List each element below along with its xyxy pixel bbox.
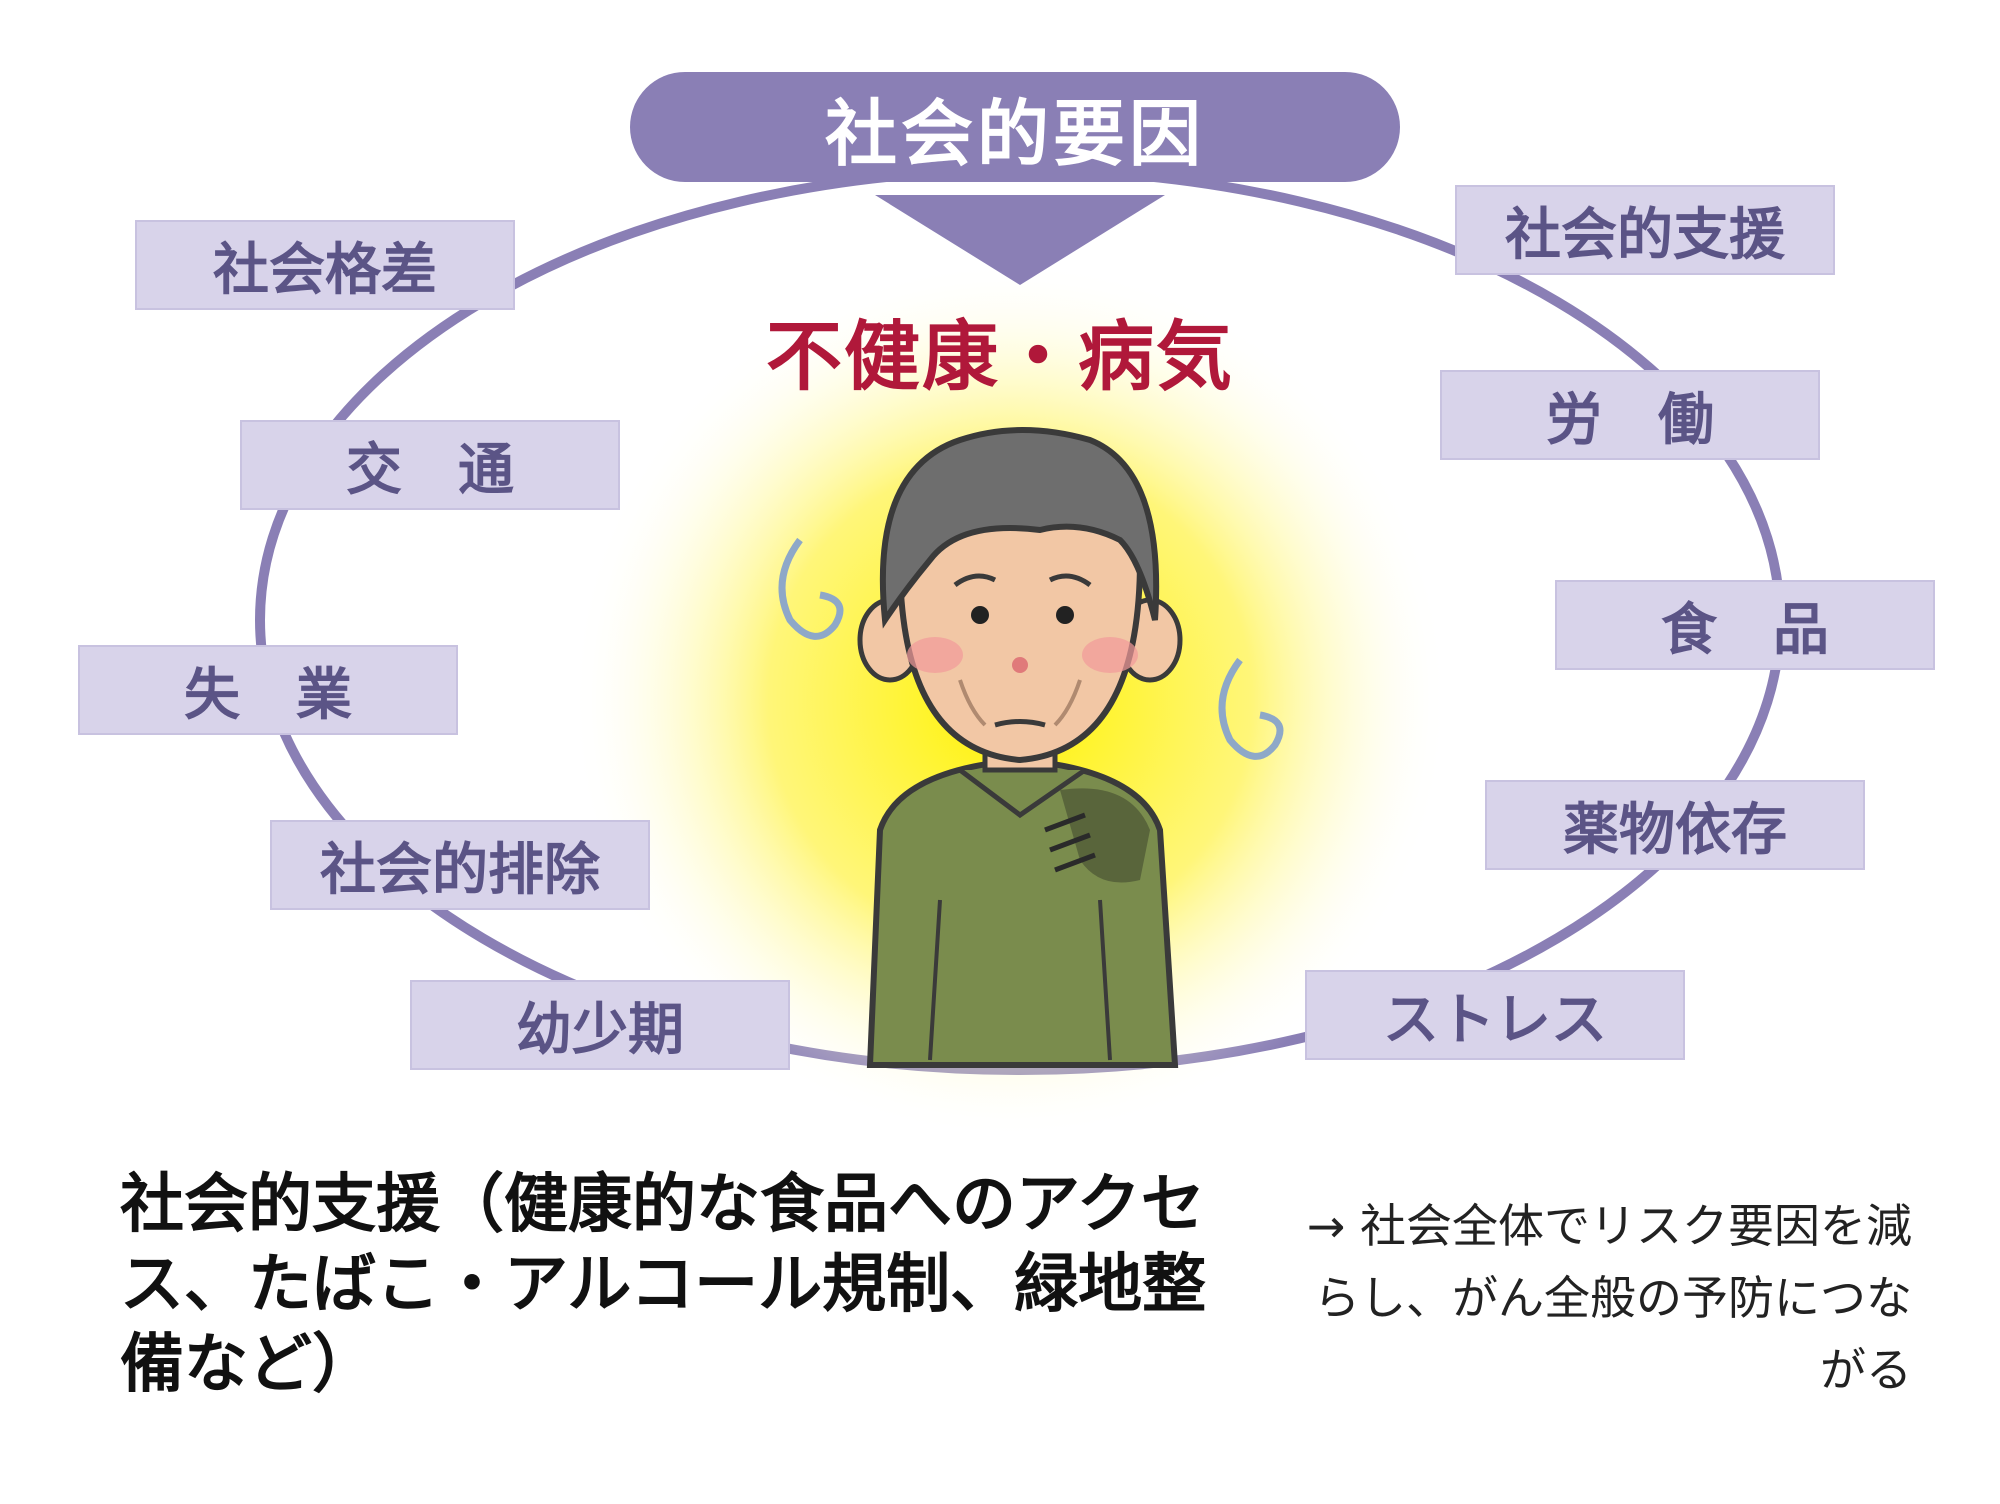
factor-box-right-5: ストレス xyxy=(1305,970,1685,1060)
factor-box-left-3: 失 業 xyxy=(78,645,458,735)
factor-box-left-2: 交 通 xyxy=(240,420,620,510)
stress-swirl-icon xyxy=(778,537,844,640)
factor-box-left-4: 社会的排除 xyxy=(270,820,650,910)
header-pill xyxy=(630,72,1400,182)
stress-swirl-icon xyxy=(1218,657,1284,760)
factor-box-right-2: 労 働 xyxy=(1440,370,1820,460)
down-arrow-icon xyxy=(875,195,1165,285)
disease-label: 不健康・病気 xyxy=(766,312,1234,401)
factor-box-right-4: 薬物依存 xyxy=(1485,780,1865,870)
header-title: 社会的要因 xyxy=(824,91,1205,176)
factor-box-right-3: 食 品 xyxy=(1555,580,1935,670)
stressed-man-icon xyxy=(857,427,1183,1068)
factor-box-right-1: 社会的支援 xyxy=(1455,185,1835,275)
factor-box-left-1: 社会格差 xyxy=(135,220,515,310)
caption-main: 社会的支援（健康的な食品へのアクセス、たばこ・アルコール規制、緑地整備など） xyxy=(120,1168,1207,1402)
factor-box-left-5: 幼少期 xyxy=(410,980,790,1070)
caption-note: → 社会全体でリスク要因を減らし、がん全般の予防につながる xyxy=(1306,1199,1912,1397)
